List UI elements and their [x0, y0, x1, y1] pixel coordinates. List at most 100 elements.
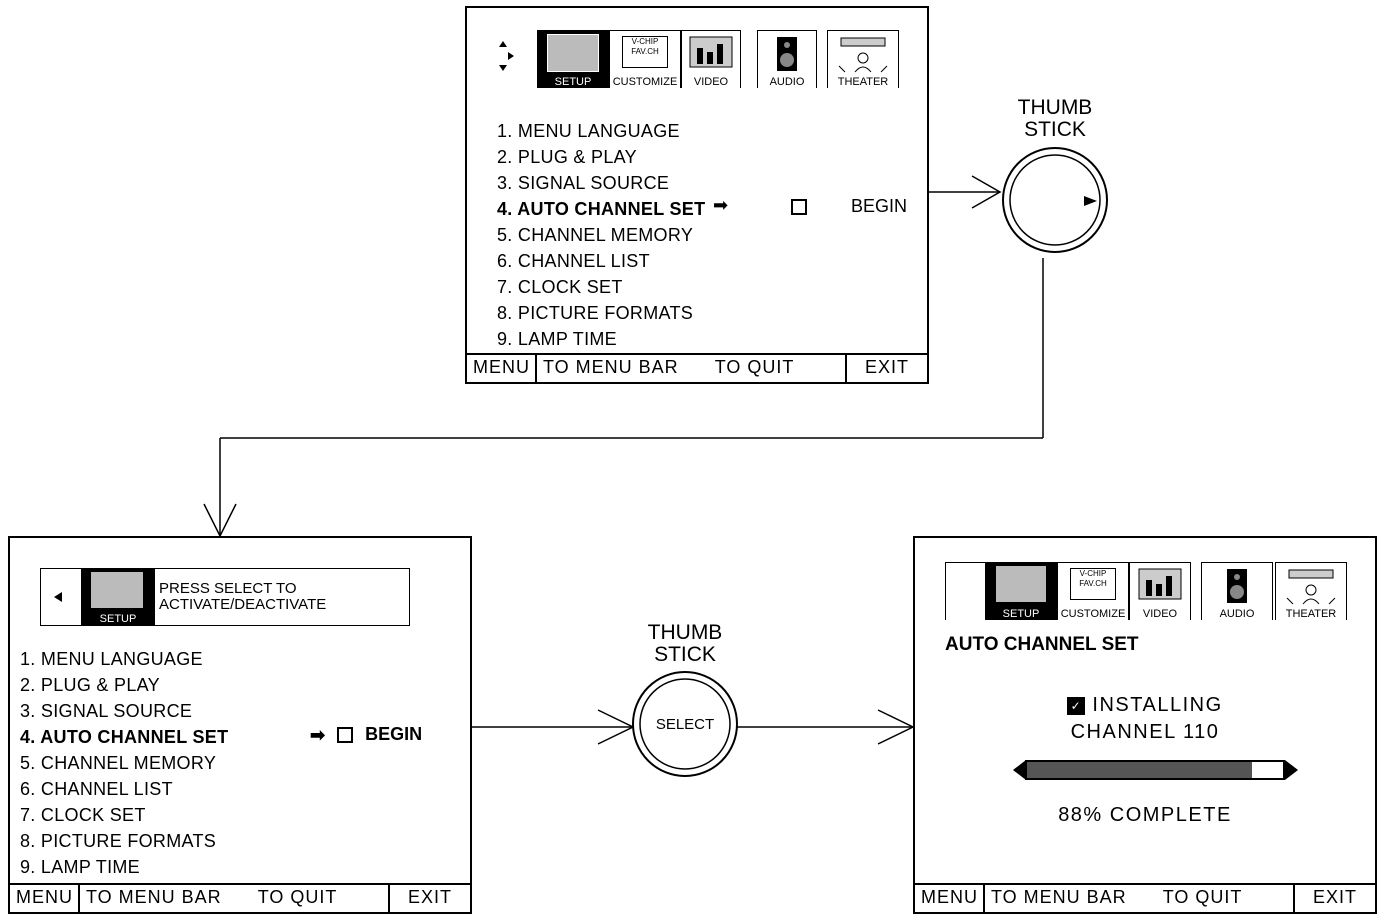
tab-theater[interactable]: THEATER	[1275, 562, 1347, 620]
menu-item-clock-set[interactable]: 7. CLOCK SET	[497, 277, 623, 297]
video-bars-icon	[1138, 568, 1182, 600]
tab-video[interactable]: VIDEO	[681, 30, 741, 88]
press-select-line1: PRESS SELECT TO	[159, 580, 297, 597]
footer-to-menu-bar: TO MENU BAR	[86, 887, 222, 907]
menu-item-channel-memory[interactable]: 5. CHANNEL MEMORY	[497, 225, 694, 245]
menu-footer: MENU TO MENU BAR TO QUIT EXIT	[467, 353, 927, 382]
auto-channel-title: AUTO CHANNEL SET	[945, 634, 1139, 655]
tab-label: VIDEO	[1142, 608, 1178, 620]
menu-tab-strip: SETUP V-CHIP FAV.CH CUSTOMIZE VIDEO AUDI…	[495, 30, 901, 90]
tab-label: CUSTOMIZE	[612, 76, 678, 88]
footer-to-menu-bar: TO MENU BAR	[543, 357, 679, 377]
tab-theater[interactable]: THEATER	[827, 30, 899, 88]
tab-label: AUDIO	[1219, 608, 1255, 620]
begin-checkbox[interactable]	[791, 198, 807, 215]
progress-right-arrow-icon	[1285, 760, 1298, 780]
footer-to-quit: TO QUIT	[1162, 887, 1243, 907]
tv-setup-icon	[547, 34, 599, 72]
begin-label: BEGIN	[851, 196, 908, 216]
menu-item-auto-channel-set[interactable]: 4. AUTO CHANNEL SET	[20, 727, 229, 747]
menu-item-channel-list[interactable]: 6. CHANNEL LIST	[497, 251, 650, 271]
left-arrow-icon	[54, 592, 62, 602]
select-button-label[interactable]: SELECT	[655, 716, 715, 733]
press-select-line2: ACTIVATE/DEACTIVATE	[159, 596, 327, 613]
press-select-text: PRESS SELECT TO ACTIVATE/DEACTIVATE	[159, 581, 326, 613]
progress-complete-text: 88% COMPLETE	[1058, 804, 1232, 826]
tab-customize[interactable]: V-CHIP FAV.CH CUSTOMIZE	[609, 30, 681, 88]
up-down-arrow-icon	[499, 41, 514, 71]
vchip-icon: V-CHIP FAV.CH	[622, 36, 668, 68]
tab-setup[interactable]: SETUP	[81, 568, 155, 625]
menu-item-signal-source[interactable]: 3. SIGNAL SOURCE	[497, 173, 670, 193]
thumb-label-line2: STICK	[1024, 118, 1086, 141]
favch-text: FAV.CH	[631, 47, 659, 56]
menu-item-lamp-time[interactable]: 9. LAMP TIME	[20, 857, 140, 877]
menu-item-language[interactable]: 1. MENU LANGUAGE	[497, 121, 680, 141]
footer-to-menu-bar: TO MENU BAR	[991, 887, 1127, 907]
tv-setup-icon	[91, 572, 143, 608]
menu-item-signal-source[interactable]: 3. SIGNAL SOURCE	[20, 701, 193, 721]
tab-label: THEATER	[1285, 608, 1337, 620]
vchip-icon: V-CHIP FAV.CH	[1070, 568, 1116, 600]
right-arrow-icon	[1084, 196, 1097, 206]
tab-label: SETUP	[99, 613, 137, 625]
menu-item-picture-formats[interactable]: 8. PICTURE FORMATS	[497, 303, 694, 323]
menu-item-plug-play[interactable]: 2. PLUG & PLAY	[20, 675, 160, 695]
menu-tab-strip: SETUP V-CHIP FAV.CH CUSTOMIZE VIDEO AUDI…	[945, 562, 1351, 622]
begin-checkbox[interactable]	[337, 726, 354, 743]
speaker-icon	[777, 37, 797, 71]
tab-label: CUSTOMIZE	[1060, 608, 1126, 620]
setup-select-panel: SETUP PRESS SELECT TO ACTIVATE/DEACTIVAT…	[8, 536, 472, 914]
tab-customize[interactable]: V-CHIP FAV.CH CUSTOMIZE	[1057, 562, 1129, 620]
footer-exit: EXIT	[388, 885, 470, 912]
install-progress-bar	[1025, 760, 1285, 780]
tab-setup[interactable]: SETUP	[537, 30, 609, 88]
tab-audio[interactable]: AUDIO	[757, 30, 817, 88]
tab-audio[interactable]: AUDIO	[1201, 562, 1273, 620]
tab-label: THEATER	[837, 76, 889, 88]
installing-label: INSTALLING	[1092, 694, 1223, 716]
theater-icon	[838, 37, 888, 73]
footer-hint: TO MENU BAR TO QUIT	[537, 355, 845, 382]
footer-exit: EXIT	[845, 355, 927, 382]
footer-hint: TO MENU BAR TO QUIT	[80, 885, 388, 912]
vchip-text: V-CHIP	[1079, 569, 1107, 578]
menu-item-plug-play[interactable]: 2. PLUG & PLAY	[497, 147, 637, 167]
footer-exit: EXIT	[1293, 885, 1375, 912]
menu-item-channel-memory[interactable]: 5. CHANNEL MEMORY	[20, 753, 217, 773]
begin-row: ➡	[713, 196, 728, 214]
footer-to-quit: TO QUIT	[714, 357, 795, 377]
menu-item-clock-set[interactable]: 7. CLOCK SET	[20, 805, 146, 825]
theater-icon	[1286, 569, 1336, 605]
menu-item-language[interactable]: 1. MENU LANGUAGE	[20, 649, 203, 669]
begin-option[interactable]: ➡ BEGIN	[310, 724, 422, 745]
video-bars-icon	[689, 36, 733, 68]
menu-footer: MENU TO MENU BAR TO QUIT EXIT	[915, 883, 1375, 912]
tab-label: SETUP	[1002, 608, 1040, 620]
tab-setup[interactable]: SETUP	[985, 562, 1057, 620]
thumb-stick-select[interactable]	[632, 671, 738, 777]
right-arrow-icon: ➡	[713, 195, 729, 215]
setup-menu-list: 1. MENU LANGUAGE 2. PLUG & PLAY 3. SIGNA…	[497, 118, 705, 352]
footer-menu: MENU	[915, 885, 985, 912]
menu-item-channel-list[interactable]: 6. CHANNEL LIST	[20, 779, 173, 799]
progress-fill	[1027, 762, 1253, 778]
tab-video[interactable]: VIDEO	[1129, 562, 1191, 620]
begin-label: BEGIN	[365, 724, 423, 744]
vchip-text: V-CHIP	[631, 37, 659, 46]
right-arrow-icon: ➡	[310, 724, 326, 745]
menu-item-lamp-time[interactable]: 9. LAMP TIME	[497, 329, 617, 349]
thumb-stick-top	[1002, 147, 1108, 253]
install-status: ✓ INSTALLING CHANNEL 110	[915, 692, 1375, 746]
menu-footer: MENU TO MENU BAR TO QUIT EXIT	[10, 883, 470, 912]
begin-option[interactable]: BEGIN	[791, 196, 907, 217]
menu-item-auto-channel-set[interactable]: 4. AUTO CHANNEL SET	[497, 199, 706, 219]
tv-setup-icon	[996, 566, 1046, 602]
thumb-stick-label-top: THUMB STICK	[985, 97, 1125, 141]
thumb-stick-label-bottom: THUMB STICK	[615, 622, 755, 666]
tab-label: AUDIO	[769, 76, 805, 88]
thumb-label-line1: THUMB	[1017, 96, 1093, 119]
menu-item-picture-formats[interactable]: 8. PICTURE FORMATS	[20, 831, 217, 851]
thumb-label-line2: STICK	[654, 643, 716, 666]
